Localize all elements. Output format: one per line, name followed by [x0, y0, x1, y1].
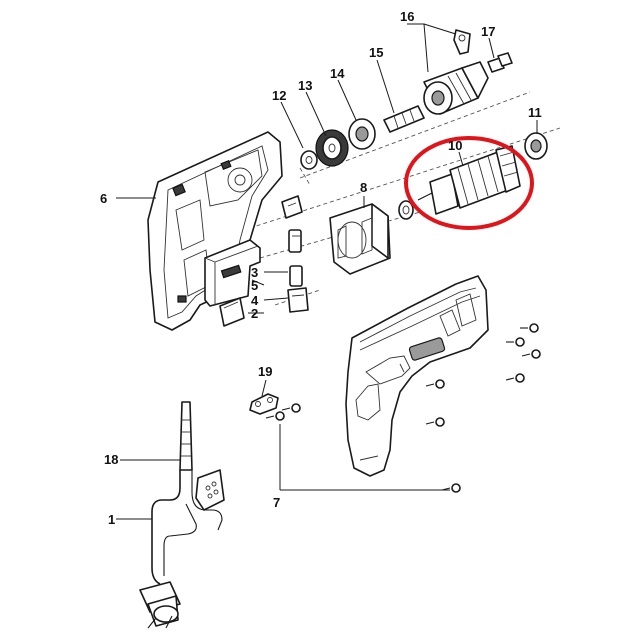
callout-4: 4	[251, 293, 259, 308]
callout-13: 13	[298, 78, 312, 93]
callout-17: 17	[481, 24, 495, 39]
callout-2: 2	[251, 306, 258, 321]
callout-19: 19	[258, 364, 272, 379]
part-12-nut	[300, 150, 318, 170]
callout-5: 5	[251, 278, 258, 293]
callout-18: 18	[104, 452, 118, 467]
callout-11: 11	[528, 105, 542, 120]
part-16-chuck	[423, 61, 489, 115]
screw	[425, 417, 445, 427]
part-19-cord-clamp	[249, 393, 279, 415]
screw	[505, 373, 525, 383]
part-13-gear	[315, 129, 349, 167]
washer	[398, 200, 414, 220]
part-8-stator	[329, 203, 391, 275]
callout-14: 14	[330, 66, 345, 81]
part-11-bearing	[524, 132, 548, 160]
screw	[441, 483, 461, 493]
part-2-trigger	[219, 297, 245, 327]
screws-group	[265, 323, 541, 493]
callout-15: 15	[369, 45, 383, 60]
part-5-switch	[204, 239, 261, 307]
screw	[425, 379, 445, 389]
assembled-drill	[345, 275, 489, 477]
part-18-strain-relief	[179, 401, 225, 511]
callout-3: 3	[251, 265, 258, 280]
screw	[521, 349, 541, 359]
part-4-brush-holder	[287, 287, 309, 313]
part-3-brush	[288, 229, 303, 287]
screw	[265, 411, 285, 421]
brush-block	[281, 195, 303, 219]
callout-10: 10	[448, 138, 462, 153]
part-1-power-cord	[139, 470, 223, 629]
callout-8: 8	[360, 180, 367, 195]
part-16-chuck-key	[423, 23, 471, 55]
callout-labels: 1 2 3 4 5 6 7 8 10 11 12 13 14 15 16 17 …	[100, 9, 542, 527]
part-17-screw	[487, 52, 513, 73]
part-15-spindle	[383, 105, 425, 133]
screw	[281, 403, 301, 413]
part-10-armature	[417, 145, 521, 215]
leader-lines	[116, 23, 538, 520]
callout-7: 7	[273, 495, 280, 510]
screw	[506, 337, 525, 347]
callout-16: 16	[400, 9, 414, 24]
part-14-bearing	[348, 118, 376, 150]
callout-1: 1	[108, 512, 115, 527]
screw	[520, 323, 539, 333]
callout-6: 6	[100, 191, 107, 206]
highlight-circle	[404, 136, 534, 230]
callout-12: 12	[272, 88, 286, 103]
